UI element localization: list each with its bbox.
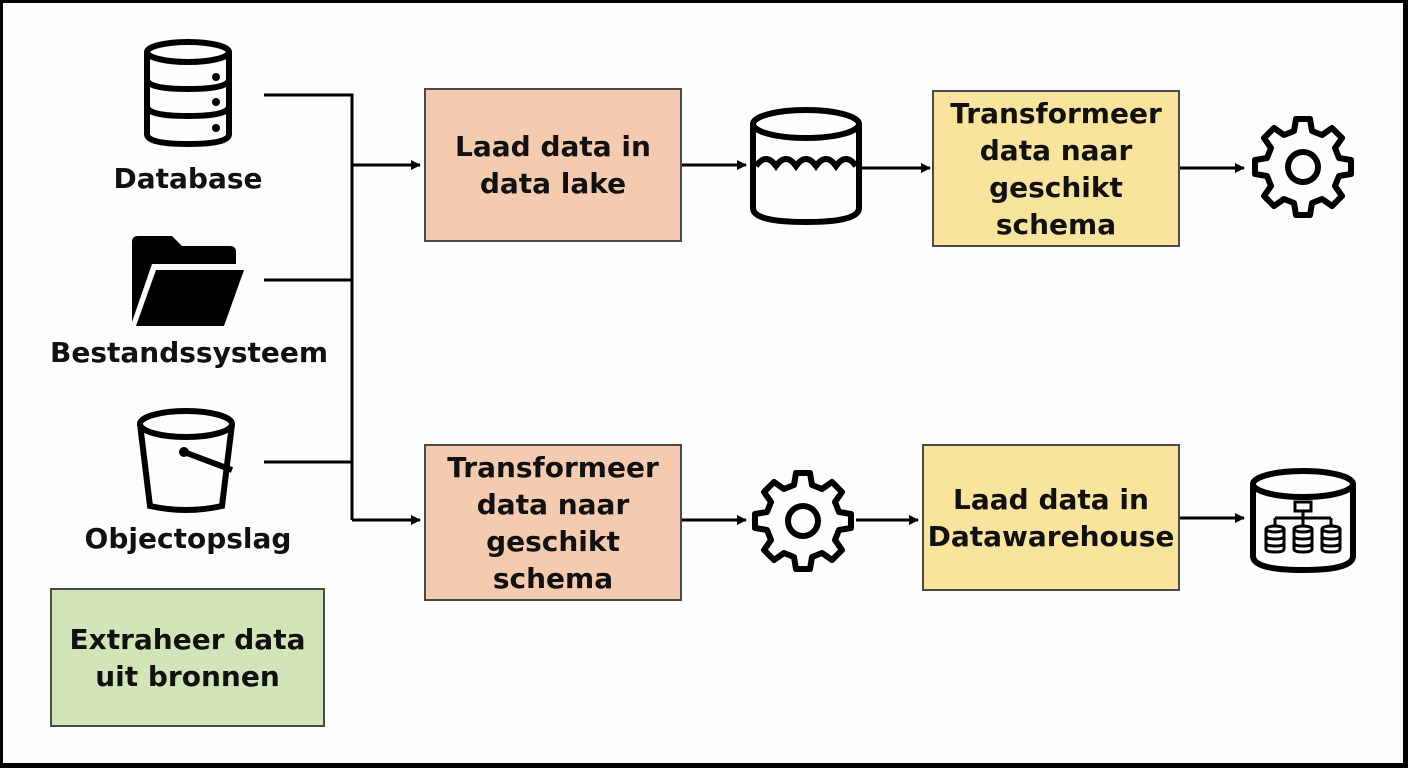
filesystem-label: Bestandssysteem — [50, 336, 329, 369]
gear-icon — [748, 466, 858, 576]
extract-box: Extraheer data uit bronnen — [50, 588, 325, 727]
data-warehouse-icon — [1248, 466, 1358, 574]
objectstore-label: Objectopslag — [84, 522, 292, 555]
database-icon — [142, 38, 234, 150]
load-datawarehouse-box: Laad data in Datawarehouse — [922, 444, 1180, 591]
bucket-icon — [134, 406, 242, 514]
data-lake-icon — [748, 106, 866, 228]
database-label: Database — [113, 162, 263, 195]
gear-icon — [1248, 112, 1358, 222]
load-data-lake-box: Laad data in data lake — [424, 88, 682, 242]
folder-icon — [128, 234, 248, 328]
transform-bottom-box: Transformeer data naar geschikt schema — [424, 444, 682, 601]
connector-database — [264, 93, 354, 520]
transform-top-box: Transformeer data naar geschikt schema — [932, 90, 1180, 247]
